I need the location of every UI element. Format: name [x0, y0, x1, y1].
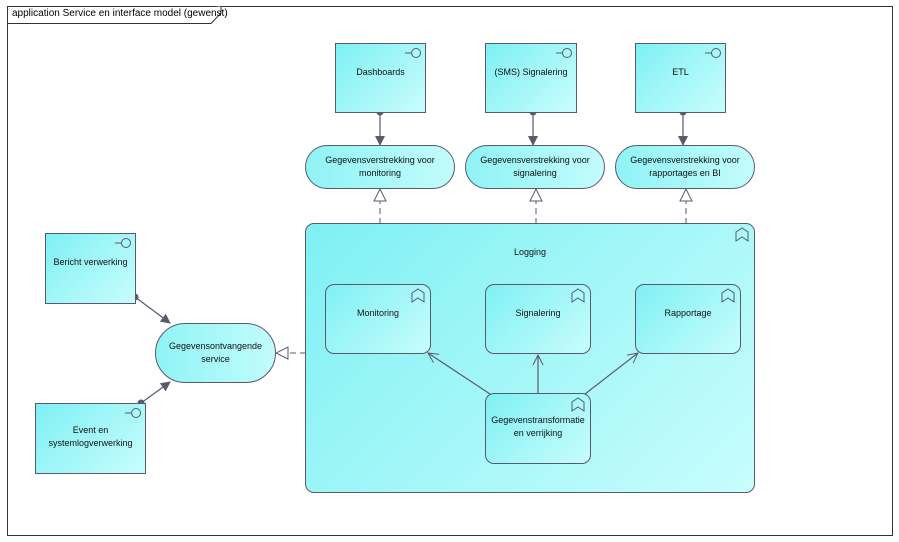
interface-dashboards[interactable]: Dashboards — [335, 43, 426, 113]
transformatie-function[interactable]: Gegevenstransformatie en verrijking — [485, 393, 591, 464]
function-icon — [571, 288, 585, 303]
service-signalering[interactable]: Gegevensverstrekking voor signalering — [465, 145, 605, 189]
signalering-function-label: Signalering — [515, 308, 561, 318]
interface-icon — [125, 408, 141, 418]
interface-sms-label: (SMS) Signalering — [494, 67, 568, 77]
service-rapportages[interactable]: Gegevensverstrekking voor rapportages en… — [615, 145, 755, 189]
flow-to-rapportage — [584, 353, 638, 395]
interface-etl[interactable]: ETL — [635, 43, 726, 113]
rapportage-function[interactable]: Rapportage — [635, 284, 741, 354]
interface-sms-signalering[interactable]: (SMS) Signalering — [485, 43, 577, 113]
logging-label: Logging — [513, 247, 547, 257]
frame-title: application Service en interface model (… — [12, 8, 228, 19]
signalering-function[interactable]: Signalering — [485, 284, 591, 354]
service-monitoring[interactable]: Gegevensverstrekking voor monitoring — [305, 145, 455, 189]
monitoring-function-label: Monitoring — [356, 308, 400, 318]
function-icon — [571, 397, 585, 412]
interface-event-label: Event en systemlogverwerking — [48, 425, 133, 448]
interface-icon — [405, 48, 421, 58]
rapportage-function-label: Rapportage — [664, 308, 712, 318]
interface-etl-label: ETL — [672, 67, 689, 77]
interface-icon — [556, 48, 572, 58]
interface-icon — [705, 48, 721, 58]
interface-dashboards-label: Dashboards — [356, 67, 405, 77]
flow-to-monitoring — [428, 353, 491, 395]
monitoring-function[interactable]: Monitoring — [325, 284, 431, 354]
interface-icon — [115, 238, 131, 248]
service-signalering-label: Gegevensverstrekking voor signalering — [480, 155, 590, 178]
transformatie-function-label: Gegevenstransformatie en verrijking — [491, 415, 585, 438]
function-icon — [721, 288, 735, 303]
frame-tab-outline — [7, 6, 222, 24]
function-icon — [735, 227, 749, 242]
service-monitoring-label: Gegevensverstrekking voor monitoring — [325, 155, 435, 178]
service-rapportages-label: Gegevensverstrekking voor rapportages en… — [630, 155, 740, 178]
function-icon — [411, 288, 425, 303]
service-ontvangende-label: Gegevensontvangende service — [168, 341, 263, 364]
interface-bericht-label: Bericht verwerking — [53, 257, 128, 267]
interface-bericht-verwerking[interactable]: Bericht verwerking — [45, 233, 136, 304]
interface-event-systemlog[interactable]: Event en systemlogverwerking — [35, 403, 146, 474]
service-ontvangende[interactable]: Gegevensontvangende service — [155, 323, 276, 383]
